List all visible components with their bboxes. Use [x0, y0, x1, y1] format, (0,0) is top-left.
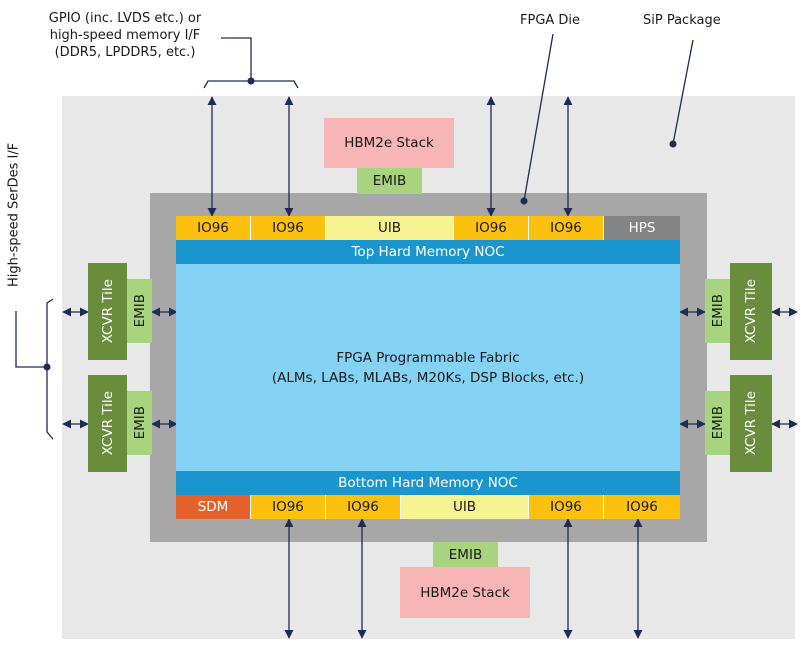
- xcvr-label: XCVR Tile: [743, 391, 759, 456]
- io96-top-4: IO96: [529, 216, 604, 240]
- xcvr-label: XCVR Tile: [99, 391, 116, 456]
- xcvr-tile-left-2: XCVR Tile: [88, 375, 127, 472]
- hps-block: HPS: [604, 216, 680, 240]
- emib-top: EMIB: [357, 168, 422, 194]
- emib-label: EMIB: [709, 294, 726, 328]
- io96-bottom-1: IO96: [251, 495, 326, 519]
- fabric-title: FPGA Programmable Fabric: [336, 349, 520, 366]
- top-hard-memory-noc: Top Hard Memory NOC: [176, 240, 680, 264]
- sip-package-label: SiP Package: [643, 13, 721, 28]
- fabric-subtitle: (ALMs, LABs, MLABs, M20Ks, DSP Blocks, e…: [271, 369, 585, 386]
- fpga-programmable-fabric: FPGA Programmable Fabric (ALMs, LABs, ML…: [176, 264, 680, 471]
- xcvr-label: XCVR Tile: [99, 279, 116, 344]
- io96-top-3: IO96: [454, 216, 529, 240]
- emib-left-1: EMIB: [127, 279, 152, 343]
- fpga-die-label: FPGA Die: [520, 13, 581, 28]
- gpio-label-line3: (DDR5, LPDDR5, etc.): [54, 44, 196, 60]
- serdes-label: High-speed SerDes I/F: [6, 142, 22, 288]
- emib-label: EMIB: [709, 406, 726, 440]
- gpio-label-line2: high-speed memory I/F: [49, 27, 201, 43]
- io96-top-2: IO96: [251, 216, 326, 240]
- gpio-annotation: GPIO (inc. LVDS etc.) or high-speed memo…: [20, 8, 230, 62]
- emib-label: EMIB: [131, 406, 148, 440]
- io96-bottom-4: IO96: [604, 495, 680, 519]
- uib-bottom: UIB: [401, 495, 529, 519]
- xcvr-tile-right-1: XCVR Tile: [730, 263, 772, 360]
- emib-right-1: EMIB: [705, 279, 730, 343]
- hbm-stack-bottom: HBM2e Stack: [400, 567, 530, 618]
- bottom-hard-memory-noc: Bottom Hard Memory NOC: [176, 471, 680, 495]
- hbm-stack-top: HBM2e Stack: [324, 118, 454, 168]
- sdm-block: SDM: [176, 495, 251, 519]
- emib-label: EMIB: [131, 294, 148, 328]
- xcvr-tile-right-2: XCVR Tile: [730, 375, 772, 472]
- io96-bottom-2: IO96: [326, 495, 401, 519]
- io96-top-1: IO96: [176, 216, 251, 240]
- gpio-label-line1: GPIO (inc. LVDS etc.) or: [48, 10, 202, 26]
- io96-bottom-3: IO96: [529, 495, 604, 519]
- emib-right-2: EMIB: [705, 391, 730, 455]
- emib-bottom: EMIB: [433, 542, 498, 567]
- xcvr-tile-left-1: XCVR Tile: [88, 263, 127, 360]
- uib-top: UIB: [326, 216, 454, 240]
- xcvr-label: XCVR Tile: [743, 279, 759, 344]
- emib-left-2: EMIB: [127, 391, 152, 455]
